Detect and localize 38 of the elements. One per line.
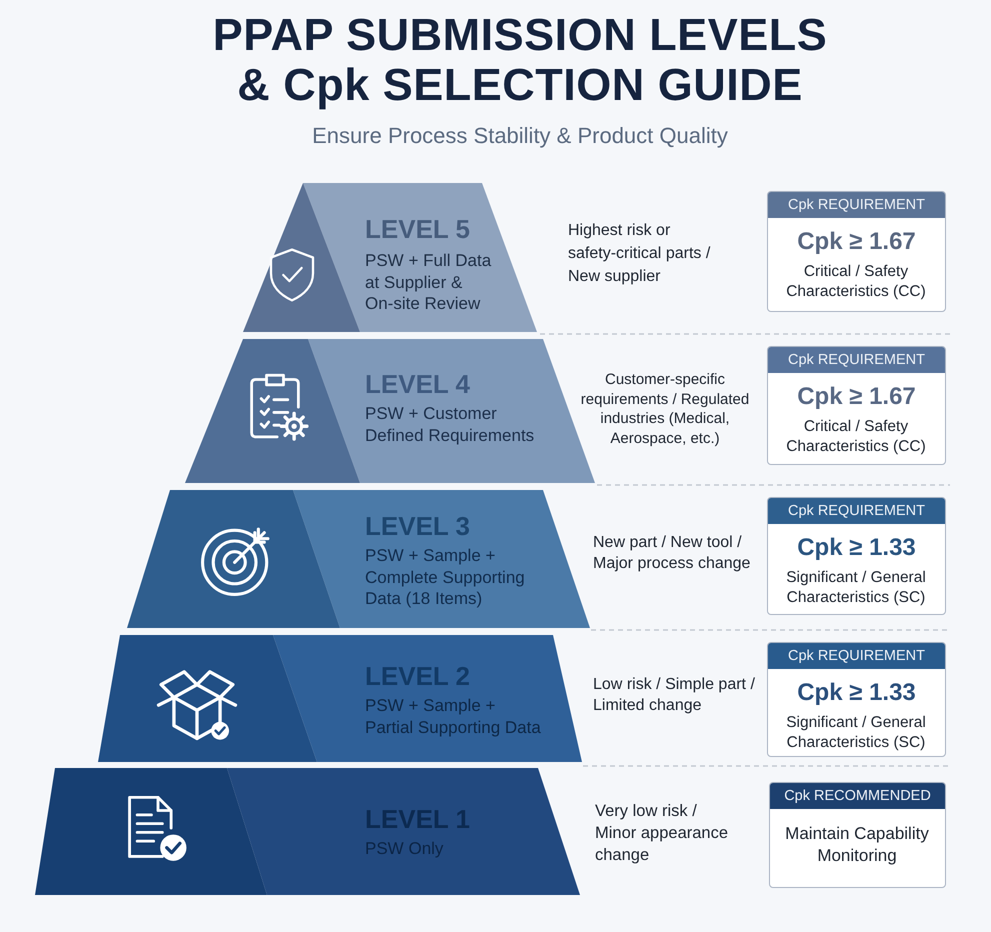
cpk-value: Cpk ≥ 1.67	[796, 228, 917, 256]
use-case-text: Customer-specific requirements / Regulated industries (Medical, Aerospace, etc.)	[580, 370, 750, 448]
characteristics-text: Significant / General Characteristics (SC)	[785, 713, 927, 753]
requirement-card	[767, 346, 946, 465]
requirement-card	[769, 782, 946, 888]
use-case-text: Low risk / Simple part / Limited change	[593, 675, 756, 716]
submission-requirements: PSW + Customer Defined Requirements	[365, 403, 536, 446]
use-case-text: Very low risk / Minor appearance change	[595, 801, 730, 866]
title: PPAP SUBMISSION LEVELS & Cpk SELECTION GUIDE	[212, 10, 828, 110]
requirement-card	[767, 191, 946, 312]
subtitle: Ensure Process Stability & Product Quality	[311, 122, 729, 150]
pyramid-tier	[35, 768, 580, 895]
card-header: Cpk REQUIREMENT	[768, 192, 945, 218]
level-heading: LEVEL 4	[365, 369, 470, 399]
pyramid-tier	[127, 490, 590, 628]
pyramid-tier	[98, 635, 582, 762]
card-header: Cpk REQUIREMENT	[768, 643, 945, 669]
requirement-card	[767, 642, 946, 757]
submission-requirements: PSW + Full Data at Supplier & On-site Review	[365, 250, 492, 314]
cpk-value: Cpk ≥ 1.33	[796, 534, 917, 562]
level-heading: LEVEL 5	[365, 214, 470, 244]
characteristics-text: Critical / Safety Characteristics (CC)	[785, 262, 927, 302]
level-heading: LEVEL 3	[365, 511, 470, 541]
requirement-card	[767, 497, 946, 615]
card-header: Cpk RECOMMENDED	[770, 783, 945, 809]
characteristics-text: Critical / Safety Characteristics (CC)	[785, 417, 927, 457]
cpk-value: Cpk ≥ 1.33	[796, 679, 917, 707]
use-case-text: New part / New tool / Major process change	[593, 533, 752, 574]
submission-requirements: PSW + Sample + Partial Supporting Data	[365, 695, 542, 738]
pyramid-tier	[243, 183, 537, 332]
submission-requirements: PSW + Sample + Complete Supporting Data (18 Items)	[365, 545, 526, 610]
submission-requirements: PSW Only	[365, 838, 444, 860]
characteristics-text: Significant / General Characteristics (SC)	[785, 568, 927, 608]
use-case-text: Highest risk or safety-critical parts / New supplier	[568, 221, 712, 287]
card-header: Cpk REQUIREMENT	[768, 498, 945, 524]
cpk-value: Cpk ≥ 1.67	[796, 383, 917, 411]
recommendation-text: Maintain Capability Monitoring	[784, 823, 930, 867]
card-header: Cpk REQUIREMENT	[768, 347, 945, 373]
